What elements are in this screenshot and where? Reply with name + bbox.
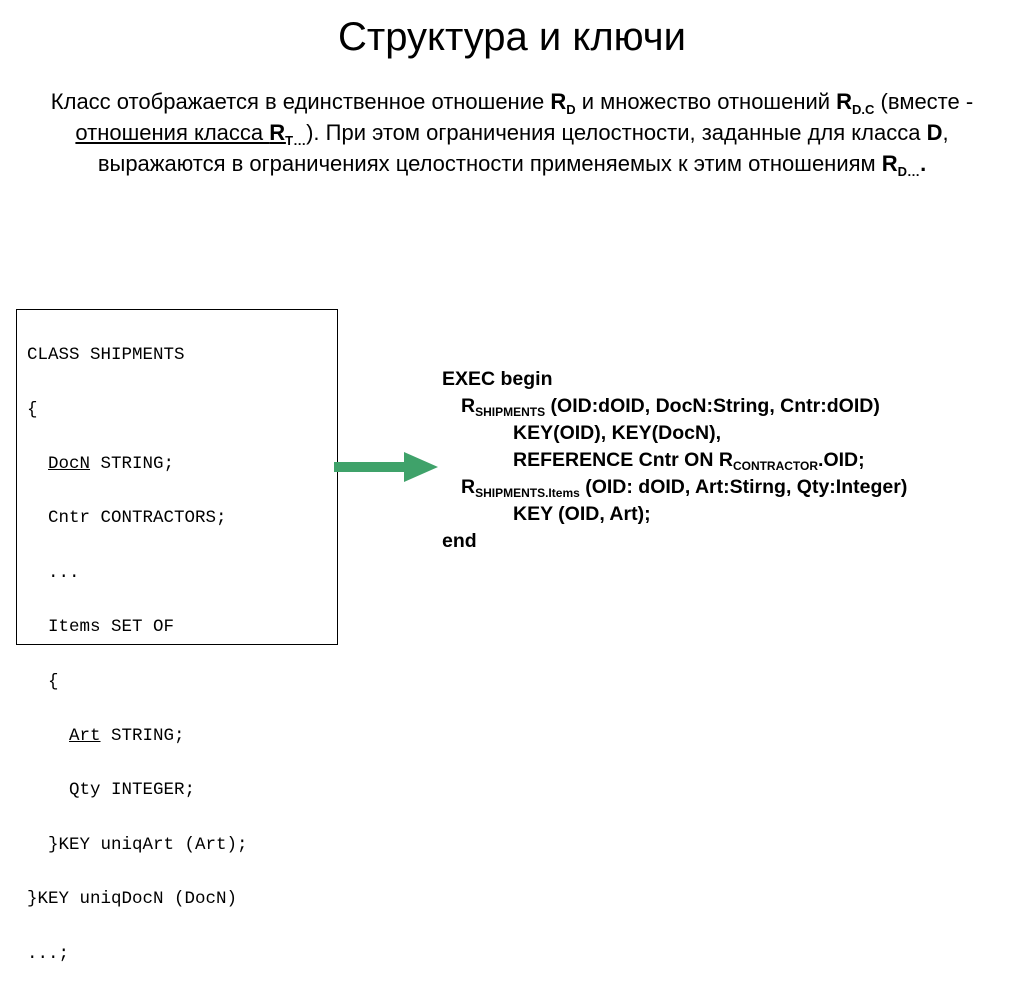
- code-line: CLASS SHIPMENTS: [27, 345, 185, 366]
- code-line: }KEY uniqArt (Art);: [27, 834, 248, 855]
- intro-text-4: ). При этом ограничения целостности, зад…: [306, 120, 927, 145]
- class-relations-term: отношения класса RT…: [75, 120, 307, 148]
- key-field-docn: DocN: [48, 453, 91, 474]
- intro-text-2: и множество отношений: [575, 89, 837, 114]
- intro-paragraph: Класс отображается в единственное отноше…: [40, 86, 984, 179]
- class-definition-code: CLASS SHIPMENTS { DocN STRING; Cntr CONT…: [16, 309, 338, 964]
- intro-text-1: Класс отображается в единственное отноше…: [50, 89, 551, 114]
- right-arrow-icon: [334, 452, 438, 482]
- code-line: Qty INTEGER;: [27, 780, 196, 801]
- code-line: Art STRING;: [69, 725, 185, 746]
- exec-line: KEY (OID, Art);: [513, 503, 651, 525]
- slide-title: Структура и ключи: [338, 15, 686, 59]
- relation-rd-dots: RD….: [881, 151, 927, 179]
- code-line: Cntr CONTRACTORS;: [27, 508, 227, 529]
- code-line: Items SET OF: [27, 617, 175, 638]
- class-d: D: [926, 120, 943, 145]
- relation-rd: RD: [550, 89, 576, 117]
- exec-line: REFERENCE Cntr ON RCONTRACTOR.OID;: [513, 449, 865, 473]
- intro-text-3: (вместе -: [874, 89, 974, 114]
- exec-line: KEY(OID), KEY(DocN),: [513, 422, 722, 444]
- code-line: }KEY uniqDocN (DocN): [27, 889, 238, 910]
- intro-text-5: , выражаются в ограничениях целостности …: [97, 120, 949, 176]
- exec-line: end: [442, 530, 477, 552]
- code-line: {: [27, 671, 59, 692]
- exec-line: RSHIPMENTS (OID:dOID, DocN:String, Cntr:…: [461, 395, 880, 419]
- code-line: ...: [27, 562, 80, 583]
- key-field-art: Art: [69, 725, 101, 746]
- exec-block: EXEC begin RSHIPMENTS (OID:dOID, DocN:St…: [442, 366, 1022, 555]
- exec-line: RSHIPMENTS.Items (OID: dOID, Art:Stirng,…: [461, 476, 908, 500]
- code-line: ...;: [27, 943, 70, 964]
- relation-rdc: RD.C: [836, 89, 875, 117]
- code-line: DocN STRING;: [48, 453, 175, 474]
- code-line: {: [27, 399, 38, 420]
- exec-line: EXEC begin: [442, 368, 553, 390]
